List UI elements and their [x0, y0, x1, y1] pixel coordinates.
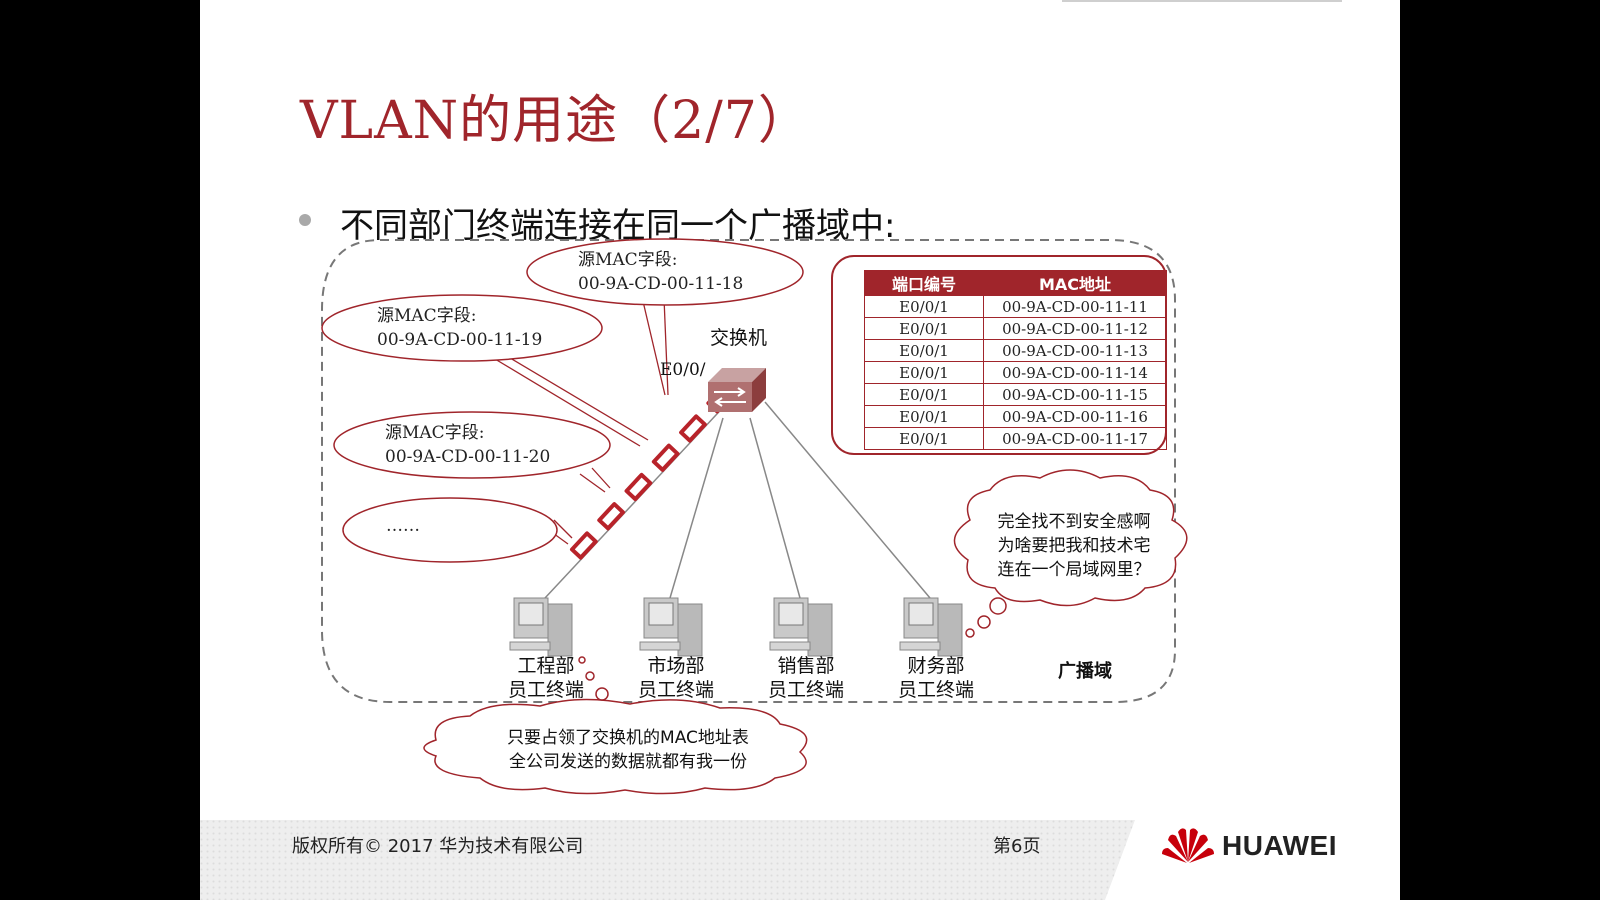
computer-icon — [899, 597, 963, 657]
mac-cell: 00-9A-CD-00-11-16 — [983, 405, 1167, 428]
thought-cloud-engineering — [423, 656, 808, 795]
frame-bubble-label: 源MAC字段: — [377, 306, 477, 326]
terminal-finance: 财务部 员工终端 — [888, 654, 984, 702]
thought-dot — [585, 671, 595, 681]
computer-icon — [509, 597, 573, 657]
port-cell: E0/0/1 — [864, 427, 984, 450]
mac-cell: 00-9A-CD-00-11-14 — [983, 361, 1167, 384]
mac-cell: 00-9A-CD-00-11-15 — [983, 383, 1167, 406]
link-market — [669, 417, 724, 599]
slide-title: VLAN的用途（2/7） — [300, 91, 811, 151]
terminal-dept: 工程部 — [517, 655, 575, 677]
terminal-label: 员工终端 — [767, 679, 844, 701]
port-cell: E0/0/1 — [864, 383, 984, 406]
page-number: 第6页 — [993, 836, 1041, 857]
link-finance — [764, 401, 931, 599]
thought-dot — [578, 656, 586, 664]
thought-dot — [989, 597, 1007, 615]
thought-line: 只要占领了交换机的MAC地址表 — [507, 728, 749, 748]
terminal-label: 员工终端 — [637, 679, 714, 701]
thought-cloud-finance — [953, 469, 1188, 638]
mac-cell: 00-9A-CD-00-11-13 — [983, 339, 1167, 362]
frame-bubble-mac: 00-9A-CD-00-11-18 — [578, 274, 744, 294]
frame-bubble-18 — [526, 238, 804, 306]
terminal-dept: 财务部 — [907, 655, 965, 677]
network-diagram — [321, 238, 1188, 795]
frame-bubble-18-text: 源MAC字段: 00-9A-CD-00-11-18 — [578, 248, 743, 296]
thought-finance-text: 完全找不到安全感啊 为啥要把我和技术宅 连在一个局域网里？ — [986, 510, 1162, 582]
frame-bubble-label: 源MAC字段: — [578, 250, 678, 270]
footer-band — [200, 820, 1400, 900]
copyright-text: 版权所有© 2017 华为技术有限公司 — [292, 836, 584, 857]
frame-bubble-ellipsis: …… — [386, 516, 420, 536]
bubble-tail — [663, 297, 669, 396]
mac-cell: 00-9A-CD-00-11-17 — [983, 427, 1167, 450]
footer-pattern — [200, 820, 1400, 900]
bubble-tail — [499, 351, 649, 441]
thought-line: 全公司发送的数据就都有我一份 — [509, 752, 747, 772]
mac-cell: 00-9A-CD-00-11-11 — [983, 295, 1167, 318]
thought-dot — [977, 615, 991, 629]
bullet-dot — [299, 214, 311, 226]
frame-bubble-label: 源MAC字段: — [385, 423, 485, 443]
port-cell: E0/0/1 — [864, 361, 984, 384]
link-sales — [749, 417, 801, 599]
slide: VLAN的用途（2/7） 不同部门终端连接在同一个广播域中: — [200, 0, 1400, 900]
thought-line: 为啥要把我和技术宅 — [997, 536, 1151, 556]
top-rule — [1062, 0, 1342, 2]
thought-dot — [965, 628, 975, 638]
frame-bubble-mac: 00-9A-CD-00-11-19 — [377, 330, 543, 350]
frame-bubble-mac: 00-9A-CD-00-11-20 — [385, 447, 551, 467]
terminal-engineering: 工程部 员工终端 — [498, 654, 594, 702]
terminal-dept: 销售部 — [777, 655, 835, 677]
thought-dot — [595, 687, 609, 701]
port-cell: E0/0/1 — [864, 339, 984, 362]
port-cell: E0/0/1 — [864, 405, 984, 428]
frame-bubble-19 — [321, 294, 603, 362]
port-cell: E0/0/1 — [864, 295, 984, 318]
bubble-tail — [579, 473, 606, 493]
frame-bubble-20 — [333, 411, 611, 479]
huawei-logo-icon — [1162, 828, 1214, 863]
col-header-mac: MAC地址 — [983, 270, 1167, 296]
bubble-tails — [489, 296, 669, 545]
brand-name: HUAWEI — [1222, 830, 1337, 861]
terminal-dept: 市场部 — [647, 655, 705, 677]
broadcast-domain-label: 广播域 — [1058, 661, 1112, 682]
frame-bubble-more — [342, 497, 558, 563]
thought-engineering-text: 只要占领了交换机的MAC地址表 全公司发送的数据就都有我一份 — [478, 726, 778, 774]
bubble-tail — [489, 355, 641, 447]
switch-icon — [708, 368, 766, 412]
col-header-port: 端口编号 — [864, 270, 984, 296]
bubble-tail — [553, 519, 573, 539]
thought-line: 完全找不到安全感啊 — [997, 512, 1151, 532]
frame-bubble-more-text: …… — [386, 514, 420, 538]
port-label: E0/0/ — [660, 360, 706, 380]
port-cell: E0/0/1 — [864, 317, 984, 340]
switch-label: 交换机 — [710, 327, 768, 349]
thought-line: 连在一个局域网里？ — [997, 560, 1151, 580]
frame-bubble-19-text: 源MAC字段: 00-9A-CD-00-11-19 — [377, 304, 542, 352]
bubble-tail — [591, 467, 611, 489]
terminal-label: 员工终端 — [507, 679, 584, 701]
terminal-sales: 销售部 员工终端 — [758, 654, 854, 702]
mac-cell: 00-9A-CD-00-11-12 — [983, 317, 1167, 340]
bubble-tail — [641, 296, 666, 396]
frame-bubble-20-text: 源MAC字段: 00-9A-CD-00-11-20 — [385, 421, 550, 469]
terminal-market: 市场部 员工终端 — [628, 654, 724, 702]
broadcast-domain-boundary — [321, 239, 1176, 703]
computer-icon — [639, 597, 703, 657]
terminal-label: 员工终端 — [897, 679, 974, 701]
computer-icon — [769, 597, 833, 657]
